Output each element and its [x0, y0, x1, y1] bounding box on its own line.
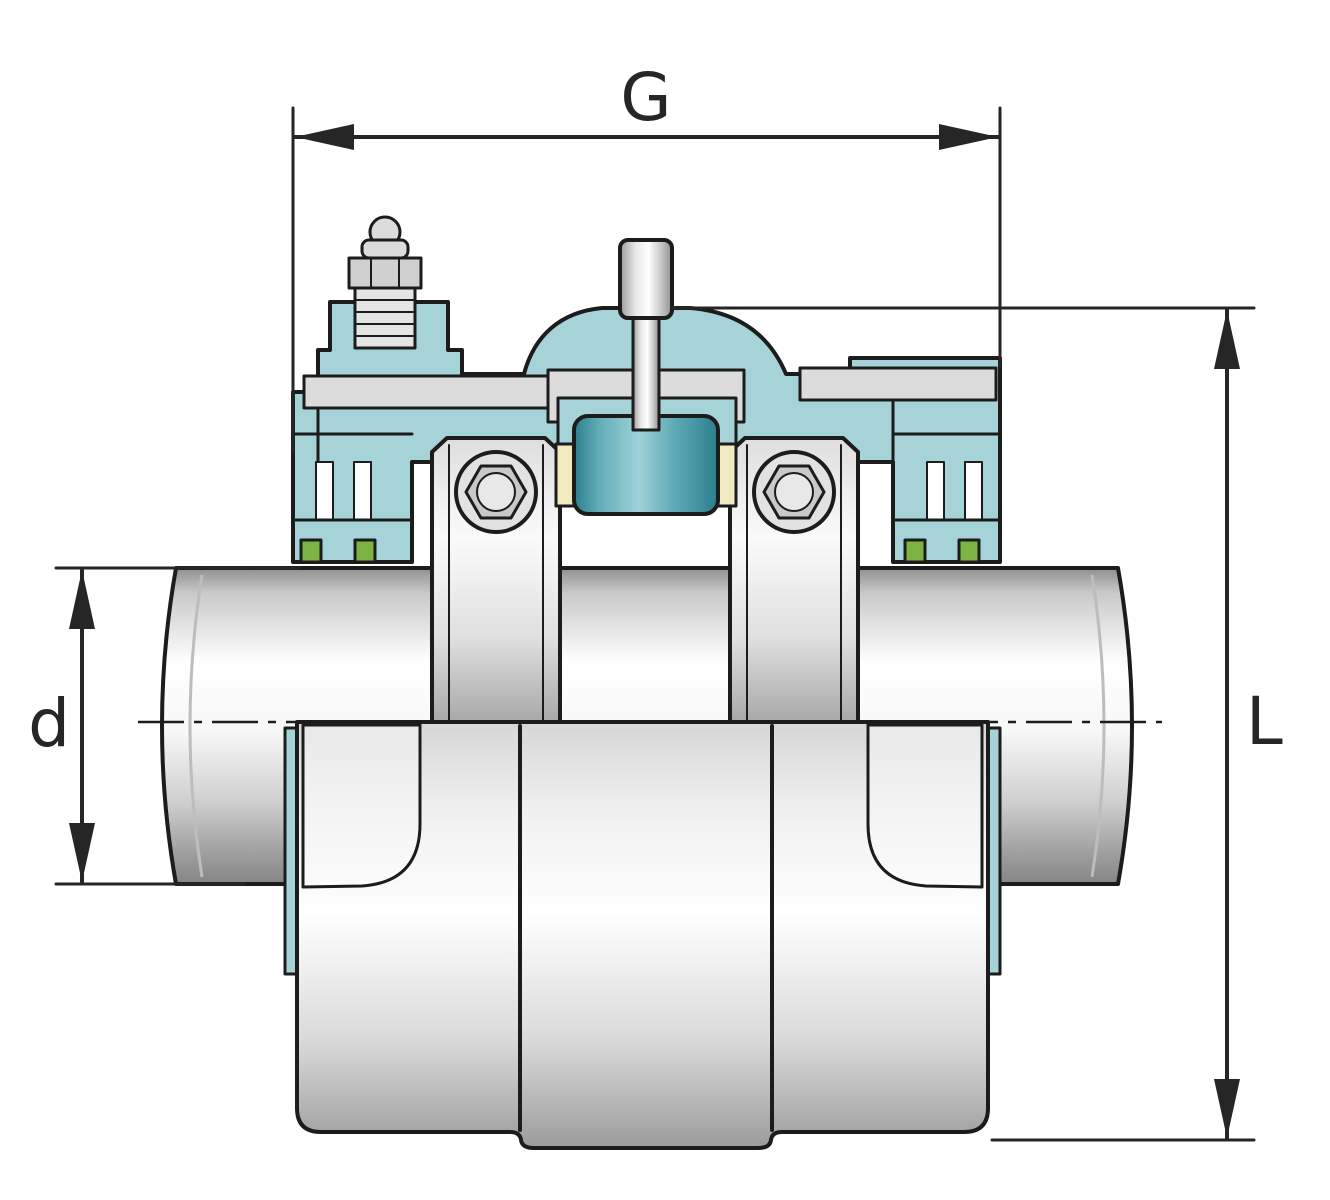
labyrinth-seal-left	[291, 461, 414, 564]
dimension-l: L	[670, 306, 1283, 1142]
arrowhead-top	[69, 570, 95, 629]
dimension-label-l: L	[1246, 683, 1283, 760]
labyrinth-seal-right	[891, 461, 1002, 564]
seal-ring-right-outer	[957, 538, 981, 564]
grease-nipple-cap	[360, 238, 410, 260]
block-fillet-right	[866, 723, 984, 889]
center-bolt	[618, 238, 674, 432]
hex-socket-screw-left	[454, 450, 538, 534]
labyrinth-slot	[926, 461, 945, 521]
arrowhead-bottom	[1214, 1079, 1240, 1138]
arrowhead-bottom	[69, 823, 95, 882]
block-body	[295, 720, 990, 1150]
arrowhead-top	[1214, 310, 1240, 369]
shaft-end-highlight-left	[188, 574, 204, 878]
dimension-g: G	[291, 59, 1002, 454]
labyrinth-slot	[964, 461, 983, 521]
locking-collar-right	[728, 436, 860, 724]
hex-socket-screw-right	[752, 450, 836, 534]
bolt-shank	[631, 314, 661, 432]
seal-ring-left-outer	[299, 538, 323, 564]
labyrinth-slot	[315, 461, 334, 521]
bottom-housing-block	[283, 720, 1002, 1150]
grease-nipple-thread	[353, 286, 417, 350]
screw-bore	[476, 472, 516, 512]
dimension-label-d: d	[28, 685, 70, 762]
bolt-body	[618, 238, 674, 320]
grease-fitting	[347, 215, 423, 350]
block-fillet-left	[301, 723, 422, 889]
dimension-label-g: G	[620, 59, 671, 136]
housing-cap-plate-left	[302, 374, 554, 410]
dimension-d: d	[28, 566, 302, 886]
seal-ring-left-inner	[353, 538, 377, 564]
grease-nipple-hex	[347, 256, 423, 290]
locking-collar-left	[430, 436, 562, 724]
shaft-end-highlight-right	[1090, 574, 1106, 878]
arrowhead-left	[295, 124, 354, 150]
screw-bore	[774, 472, 814, 512]
seal-ring-right-inner	[903, 538, 927, 564]
arrowhead-right	[939, 124, 998, 150]
labyrinth-slot	[353, 461, 372, 521]
housing-cap-plate-right	[798, 366, 998, 402]
